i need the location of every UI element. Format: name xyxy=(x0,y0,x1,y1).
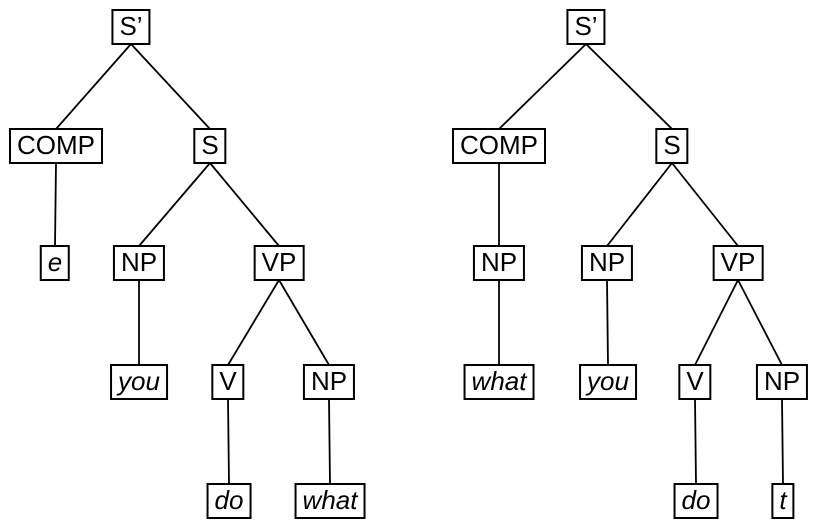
edge-left-s-np1 xyxy=(138,162,211,247)
node-s: S xyxy=(655,128,689,164)
edge-right-sp-s xyxy=(585,43,673,130)
node-terminal-do: do xyxy=(206,483,252,519)
node-np-subject: NP xyxy=(580,245,634,281)
node-np-object: NP xyxy=(302,364,356,400)
node-s-bar: S’ xyxy=(566,9,606,45)
edge-right-sp-comp xyxy=(498,43,587,130)
edge-right-vp-np_obj xyxy=(737,279,783,366)
node-np-comp: NP xyxy=(472,245,526,281)
edge-left-s-vp xyxy=(209,162,280,247)
edge-right-np_subj-you xyxy=(606,279,609,366)
node-v: V xyxy=(678,364,712,400)
edge-right-np_obj-t xyxy=(781,398,784,485)
node-v: V xyxy=(211,364,245,400)
node-comp: COMP xyxy=(452,128,546,164)
edge-left-vp-v xyxy=(227,279,280,366)
edge-left-comp-e xyxy=(54,162,57,247)
edge-left-np2-what xyxy=(328,398,331,485)
edge-left-vp-np2 xyxy=(278,279,330,366)
node-terminal-you: you xyxy=(110,364,168,400)
node-np-subject: NP xyxy=(112,245,166,281)
node-terminal-do: do xyxy=(673,483,719,519)
node-terminal-what: what xyxy=(294,483,366,519)
edge-left-sp-comp xyxy=(55,43,132,130)
node-terminal-you: you xyxy=(579,364,637,400)
node-vp: VP xyxy=(253,245,305,281)
edge-right-v-do xyxy=(694,398,697,485)
edge-left-v-do xyxy=(227,398,230,485)
node-vp: VP xyxy=(712,245,764,281)
node-terminal-what: what xyxy=(463,364,535,400)
node-np-object: NP xyxy=(755,364,809,400)
node-s: S xyxy=(193,128,227,164)
node-comp: COMP xyxy=(9,128,103,164)
edge-right-s-np_subj xyxy=(606,162,673,247)
edge-right-vp-v xyxy=(694,279,739,366)
node-terminal-t: t xyxy=(771,483,795,519)
node-terminal-e: e xyxy=(39,245,71,281)
node-s-bar: S’ xyxy=(111,9,151,45)
edge-right-s-vp xyxy=(671,162,739,247)
edge-left-sp-s xyxy=(130,43,211,130)
